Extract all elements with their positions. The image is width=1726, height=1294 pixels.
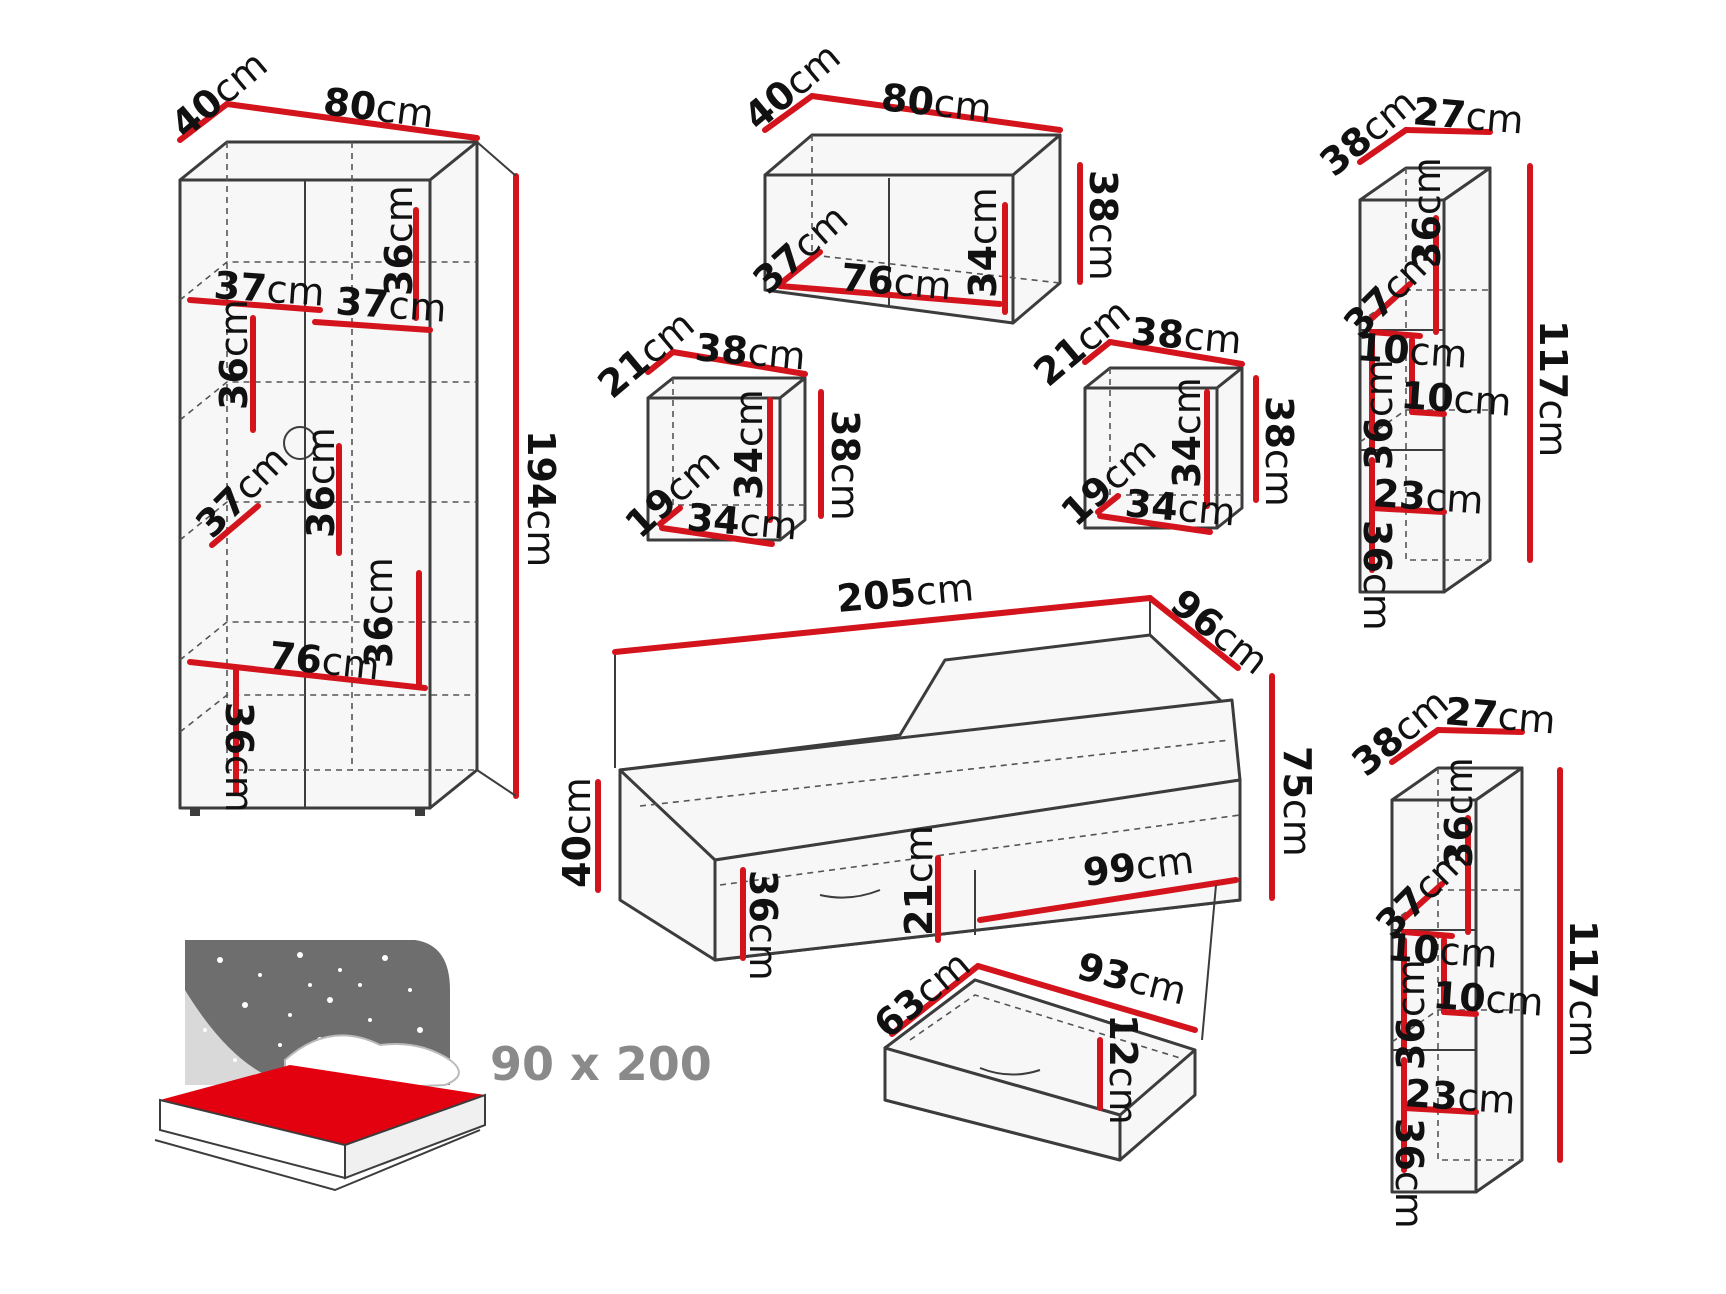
wall-cabinet-height-label: 38cm [1081,170,1125,281]
shelf-bottom-divider-a-label: 10cm [1385,925,1499,977]
nightstand-right-width-label: 38cm [1129,309,1243,362]
mattress [160,1065,485,1145]
shelf-top-comp-mid-label: 36cm [1357,359,1401,470]
shelf-top-divider-a-label: 10cm [1355,325,1469,377]
nightstand-right-height-label: 38cm [1257,396,1301,507]
shelf-top-height-label: 117cm [1531,320,1575,457]
mattress-size-label: 90 x 200 [490,1037,712,1091]
shelf-bottom-inner-width-label: 23cm [1403,1071,1517,1123]
wardrobe-depth-label: 40cm [163,42,276,147]
mattress-illustration: 90 x 200 [154,940,712,1192]
wall-cabinet-width-label: 80cm [879,75,994,130]
shelf-bottom-comp-bottom-label: 36cm [1387,1118,1431,1229]
wardrobe-height-label: 194cm [519,430,563,567]
shelf-unit-bottom: 38cm 27cm 117cm 36cm 37cm 10cm 10cm 36cm… [1344,680,1605,1229]
wardrobe-width-line [224,101,480,141]
bed-length-label: 205cm [835,565,976,621]
nightstand-right-inner-width-label: 34cm [1123,481,1237,534]
wardrobe-compartment-center-label: 36cm [299,427,343,538]
wardrobe-inner-width-label: 76cm [267,633,382,688]
nightstand-left-height-label: 38cm [823,410,867,521]
shelf-top-width-label: 27cm [1411,89,1525,142]
bed-height-label: 75cm [1275,746,1319,857]
shelf-top-divider-b-label: 10cm [1399,373,1513,425]
nightstand-left-inner-width-label: 34cm [685,495,799,548]
shelf-bottom-comp-mid-label: 36cm [1389,959,1433,1070]
wall-cabinet: 40cm 80cm 38cm 37cm 76cm 34cm [736,34,1125,325]
bed-drawer-front-height-label: 36cm [741,870,785,981]
wardrobe-compartment-lower-right-label: 36cm [357,557,401,668]
wardrobe-shelf-depth-left-label: 37cm [212,263,326,315]
nightstand-left-inner-height-label: 34cm [727,389,771,500]
drawer-width-label: 93cm [1073,944,1191,1014]
shelf-top-comp-top-label: 36cm [1405,157,1449,268]
drawer-height-label: 12cm [1101,1014,1145,1125]
wardrobe-compartment-top-right-label: 36cm [377,185,421,296]
wardrobe-compartment-left-label: 36cm [212,299,256,410]
shelf-bottom-width-label: 27cm [1443,689,1557,742]
wardrobe: 40cm 80cm 194cm 37cm 37cm 36cm 36cm 36cm… [163,42,563,816]
bed-drawer-height-label: 21cm [897,825,941,936]
nightstand-left-width-label: 38cm [693,325,807,378]
shelf-bottom-divider-b-label: 10cm [1431,973,1545,1025]
shelf-bottom-height-label: 117cm [1561,920,1605,1057]
nightstand-left: 21cm 38cm 38cm 19cm 34cm 34cm [590,302,867,549]
wardrobe-width-label: 80cm [321,79,436,136]
shelf-top-comp-bottom-label: 36cm [1355,520,1399,631]
shelf-unit-top: 38cm 27cm 117cm 36cm 37cm 10cm 10cm 36cm… [1312,80,1575,631]
shelf-bottom-comp-top-label: 36cm [1437,757,1481,868]
wardrobe-depth-line [177,101,230,143]
bed-drawer-width-label: 99cm [1081,838,1196,895]
wall-cabinet-inner-width-label: 76cm [839,255,953,308]
nightstand-right: 21cm 38cm 38cm 19cm 34cm 34cm [1026,290,1301,535]
wardrobe-shelf-depth-right-label: 37cm [334,279,448,331]
wall-cabinet-inner-height-label: 34cm [961,187,1005,298]
wall-cabinet-depth-label: 40cm [736,34,849,139]
nightstand-right-inner-height-label: 34cm [1165,377,1209,488]
bed: 205cm 96cm 75cm 40cm 36cm 21cm 99cm [555,565,1319,1041]
wardrobe-compartment-bottom-label: 36cm [217,702,261,813]
drawer: 63cm 93cm 12cm [866,942,1198,1162]
shelf-top-inner-width-label: 23cm [1371,471,1485,523]
bed-base-height-label: 40cm [555,777,599,888]
